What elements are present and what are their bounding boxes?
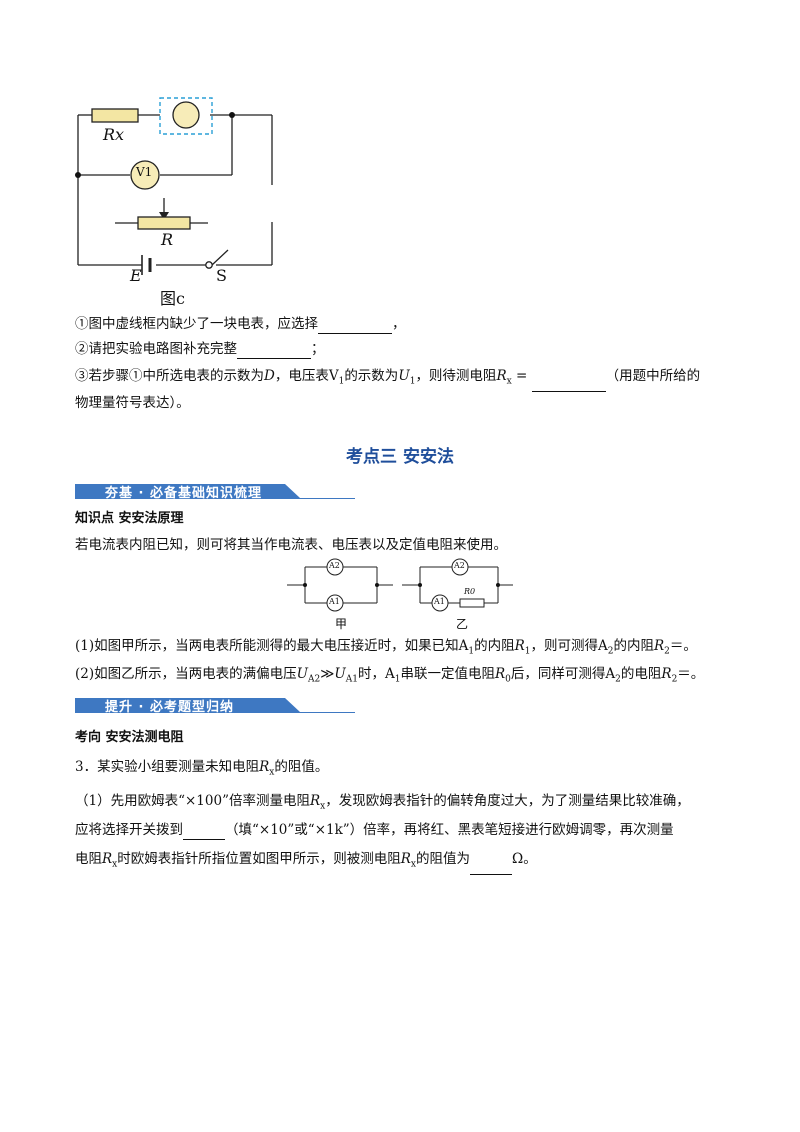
a1-label-jia: A1	[329, 597, 340, 606]
r0-label: R0	[464, 587, 476, 596]
r0-resistor	[459, 598, 485, 608]
rx-resistor	[91, 108, 139, 123]
answer-blank-1[interactable]	[318, 318, 392, 334]
question-3: ③若步骤①中所选电表的示数为D，电压表V1的示数为U1，则待测电阻Rx = （用…	[75, 366, 700, 392]
a1-label-yi: A1	[434, 597, 445, 606]
problem-3-line1: （1）先用欧姆表“×100”倍率测量电阻Rx，发现欧姆表指针的偏转角度过大，为了…	[75, 793, 690, 812]
answer-blank-resistance[interactable]	[470, 859, 512, 875]
circuit-jia	[287, 558, 393, 612]
question-3-line2: 物理量符号表达）。	[75, 395, 190, 411]
knowledge-para-1: (1)如图甲所示，当两电表所能测得的最大电压接近时，如果已知A1的内阻R1，则可…	[75, 638, 697, 657]
a2-label-yi: A2	[454, 561, 465, 570]
circuit-yi	[402, 558, 513, 612]
missing-meter-box	[159, 97, 213, 135]
answer-blank-2[interactable]	[237, 343, 311, 359]
circuit-figure-c	[75, 97, 273, 275]
e-label: E	[130, 266, 142, 285]
a1-meter-yi	[431, 594, 449, 612]
fig-label-yi: 乙	[456, 617, 469, 631]
banner-basics: 夯基 · 必备基础知识梳理	[75, 480, 355, 501]
knowledge-heading: 知识点 安安法原理	[75, 511, 184, 526]
r-label: R	[161, 230, 174, 249]
a2-meter-yi	[451, 558, 469, 576]
s-label: S	[216, 266, 227, 285]
a2-label-jia: A2	[329, 561, 340, 570]
fig-label-jia: 甲	[335, 617, 348, 631]
knowledge-para-2: (2)如图乙所示，当两电表的满偏电压UA2≫UA1时，A1串联一定值电阻R0后，…	[75, 666, 705, 685]
rheostat-r	[137, 216, 191, 230]
v1-label: V1	[136, 165, 153, 179]
knowledge-intro: 若电流表内阻已知，则可将其当作电流表、电压表以及定值电阻来使用。	[75, 537, 507, 553]
answer-blank-multiplier[interactable]	[183, 824, 225, 840]
banner-advance: 提升 · 必考题型归纳	[75, 694, 355, 715]
a1-meter-jia	[326, 594, 344, 612]
figure-caption-c: 图c	[160, 289, 185, 308]
problem-3-stem: 3．某实验小组要测量未知电阻Rx的阻值。	[75, 759, 329, 778]
answer-blank-3[interactable]	[531, 376, 606, 392]
section-title: 考点三 安安法	[346, 447, 454, 467]
a2-meter-jia	[326, 558, 344, 576]
rx-label: Rx	[103, 125, 125, 144]
question-2: ②请把实验电路图补充完整；	[75, 341, 325, 359]
unknown-meter-circle	[172, 101, 200, 129]
problem-3-line2: 应将选择开关拨到（填“×10”或“×1k”）倍率，再将红、黑表笔短接进行欧姆调零…	[75, 822, 674, 840]
v1-meter	[130, 160, 160, 190]
question-1: ①图中虚线框内缺少了一块电表，应选择，	[75, 316, 406, 334]
direction-heading: 考向 安安法测电阻	[75, 730, 184, 745]
